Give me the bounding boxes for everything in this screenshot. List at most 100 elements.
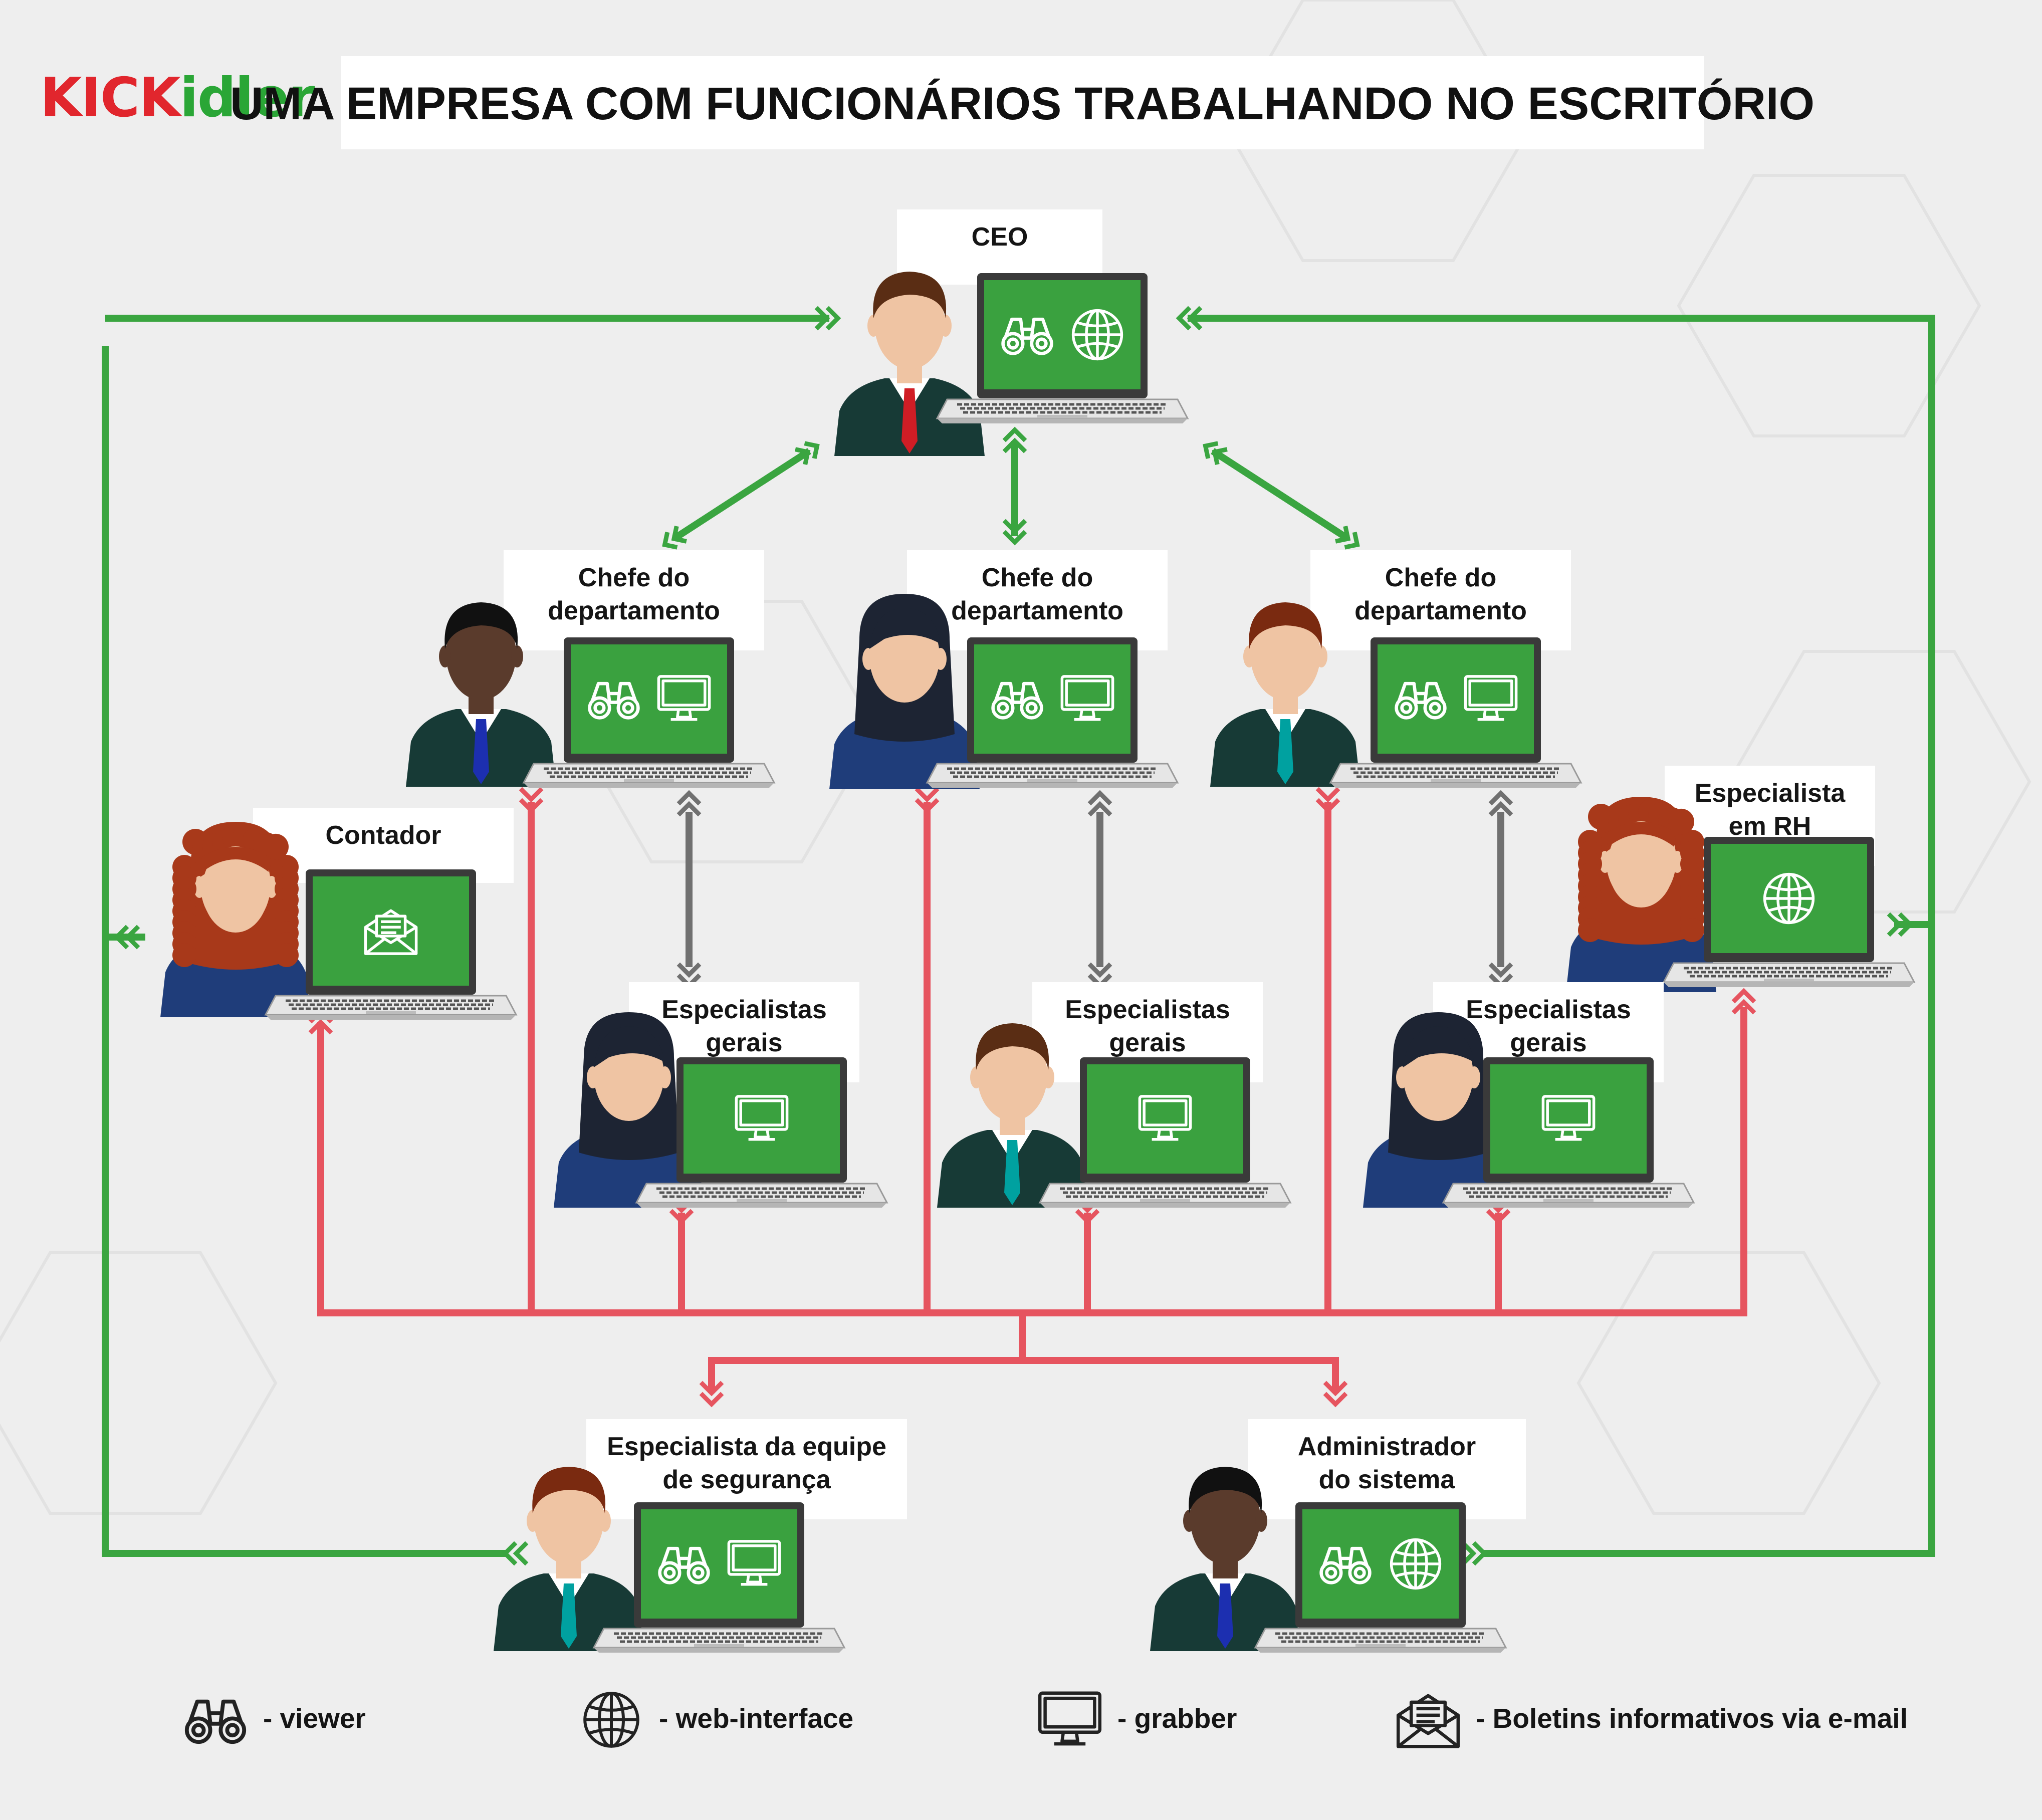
legend-item: - grabber [1040, 1693, 1237, 1744]
laptop [592, 1502, 846, 1653]
node-security: Especialista da equipe de segurança [494, 1419, 907, 1653]
arrow-to-accountant [113, 925, 140, 950]
laptop [1254, 1502, 1507, 1653]
link-red-bus [317, 1007, 1747, 1316]
arrow-sysadmin-red [1323, 1381, 1348, 1408]
globe-icon [1392, 1540, 1440, 1588]
node-label: de segurança [662, 1465, 831, 1494]
label-box [897, 209, 1102, 285]
arrow-to-ceo-left [814, 306, 841, 331]
arrow-ceo-from-center [1002, 426, 1027, 453]
node-label: gerais [1510, 1028, 1586, 1057]
node-label: Especialistas [1466, 995, 1631, 1024]
laptop [926, 637, 1179, 788]
legend-label: - grabber [1117, 1703, 1237, 1734]
avatar [160, 822, 311, 1017]
page-title: UMA EMPRESA COM FUNCIONÁRIOS TRABALHANDO… [230, 78, 1814, 129]
arrow-to-hr [1887, 912, 1914, 937]
globe-icon [1073, 311, 1122, 359]
arrow-head-left-gray [676, 790, 702, 817]
arrow-head-left-down [662, 526, 687, 550]
link-right-rail [1188, 315, 1935, 1557]
label-box [907, 550, 1168, 650]
arrow-ceo-from-right [1203, 441, 1228, 465]
arrow-head-red-0 [519, 787, 544, 814]
employee-nodes: CEO Chefe do departamento Chefe do departame… [160, 209, 1916, 1653]
node-label: departamento [1354, 596, 1527, 625]
envelope-icon [1398, 1696, 1458, 1746]
node-spec-center: Especialistas gerais [937, 982, 1292, 1208]
connections [102, 306, 1935, 1566]
node-label: Especialistas [661, 995, 827, 1024]
laptop [264, 869, 518, 1020]
laptop [1329, 637, 1582, 788]
legend-item: - web-interface [585, 1693, 853, 1746]
globe-icon [1765, 874, 1813, 923]
label-box [1310, 550, 1571, 650]
header: KICKidler UMA EMPRESA COM FUNCIONÁRIOS T… [40, 56, 1814, 149]
node-label: Especialistas [1065, 995, 1230, 1024]
legend-label: - viewer [263, 1703, 366, 1734]
node-label: Contador [325, 821, 441, 850]
arrow-head-red-2 [1315, 787, 1340, 814]
link-left-rail [102, 346, 506, 1557]
node-label: Especialista da equipe [607, 1432, 886, 1461]
legend-item: - viewer [187, 1702, 366, 1742]
monitor-icon [1040, 1693, 1100, 1744]
arrow-head-center-down [1002, 519, 1027, 546]
avatar [829, 594, 980, 789]
arrow-head-right-down [1335, 526, 1360, 550]
arrow-head-right-gray [1488, 790, 1513, 817]
label-box [504, 550, 764, 650]
link-head-right-ceo [1211, 448, 1350, 542]
avatar [1150, 1467, 1300, 1651]
binoculars-icon [187, 1702, 244, 1742]
node-label: em RH [1729, 812, 1811, 841]
logo-kick: KICK [40, 67, 182, 129]
node-label: Administrador [1298, 1432, 1476, 1461]
avatar [834, 272, 985, 456]
arrow-hr-red [1731, 988, 1756, 1015]
link-head-left-ceo [672, 448, 811, 542]
node-spec-left: Especialistas gerais [554, 982, 888, 1208]
node-label: Chefe do [1385, 563, 1496, 592]
node-head-center: Chefe do departamento [829, 550, 1179, 789]
node-ceo: CEO [834, 209, 1189, 456]
title-box [341, 56, 1704, 149]
arrow-security-red [699, 1381, 724, 1408]
node-label: departamento [548, 596, 720, 625]
node-label: CEO [972, 222, 1028, 252]
link-red-bottom [708, 1357, 1339, 1393]
node-label: do sistema [1319, 1465, 1456, 1494]
legend-label: - web-interface [659, 1703, 853, 1734]
node-label: gerais [1109, 1028, 1186, 1057]
arrow-to-ceo-right [1176, 306, 1203, 331]
node-label: gerais [706, 1028, 782, 1057]
avatar [1210, 602, 1360, 787]
node-spec-right: Especialistas gerais [1363, 982, 1695, 1208]
arrow-head-center-gray [1087, 790, 1112, 817]
arrow-head-red-1 [915, 787, 940, 814]
laptop [635, 1057, 888, 1208]
logo-idler: idler [180, 67, 315, 129]
arrow-to-security [502, 1541, 529, 1566]
laptop [936, 273, 1189, 423]
laptop-screen [1490, 1064, 1647, 1174]
laptop [522, 637, 776, 788]
laptop [1038, 1057, 1292, 1208]
node-sysadmin: Administrador do sistema [1150, 1419, 1526, 1653]
node-accountant: Contador [160, 808, 518, 1020]
avatar [1363, 1012, 1513, 1208]
legend: - viewer - web-interface - grabber - Boleti… [187, 1693, 1908, 1747]
node-head-right: Chefe do departamento [1210, 550, 1582, 788]
laptop-screen [1087, 1064, 1243, 1174]
globe-icon [585, 1693, 638, 1746]
arrow-to-sysadmin [1461, 1541, 1488, 1566]
logo: KICKidler [40, 67, 315, 129]
node-label: departamento [951, 596, 1123, 625]
legend-item: - Boletins informativos via e-mail [1398, 1696, 1908, 1746]
node-label: Chefe do [982, 563, 1093, 592]
